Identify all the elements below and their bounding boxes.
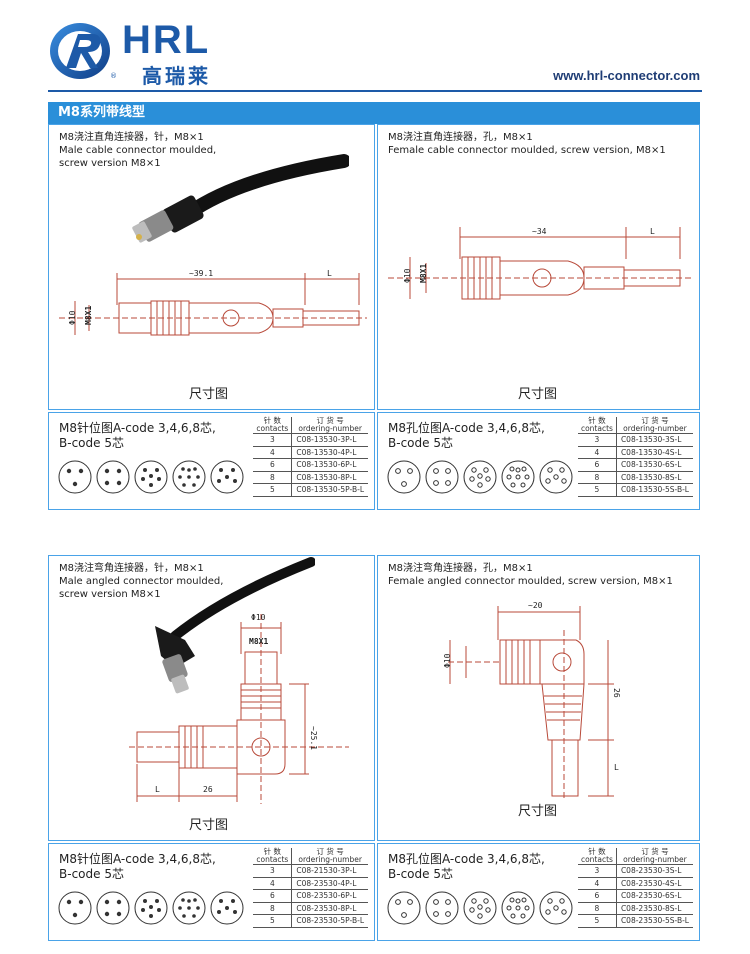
panel-description: M8浇注弯角连接器，孔，M8×1 Female angled connector… [388, 563, 673, 587]
pin-title: M8孔位图A-code 3,4,6,8芯, B-code 5芯 [388, 852, 545, 881]
female-pin-layouts [387, 460, 573, 494]
female-pin-layouts [387, 891, 573, 925]
male-angled-dimension-drawing: Φ10 M8X1 ~25.1 L 26 [129, 614, 349, 804]
pin-title: M8针位图A-code 3,4,6,8芯, B-code 5芯 [59, 421, 216, 450]
panel-description: M8浇注弯角连接器，针，M8×1 Male angled connector m… [59, 563, 224, 600]
section-title: M8系列带线型 [48, 102, 700, 124]
panel-description: M8浇注直角连接器，针，M8×1 Male cable connector mo… [59, 132, 217, 169]
male-straight-photo [132, 154, 349, 243]
panel-male-angled: M8浇注弯角连接器，针，M8×1 Male angled connector m… [48, 555, 375, 841]
dim-26-label: 26 [203, 785, 213, 794]
dim-height-label: ~25.1 [309, 726, 318, 750]
dimension-title: 尺寸图 [189, 387, 229, 402]
dim-L-label: L [327, 269, 332, 278]
male-pin-layouts [58, 460, 244, 494]
male-angled-photo [155, 557, 315, 694]
dim-L-label: L [614, 763, 619, 772]
male-straight-dimension-drawing: ~39.1 L Φ10 M8X1 [59, 269, 367, 336]
pin-title: M8针位图A-code 3,4,6,8芯, B-code 5芯 [59, 852, 216, 881]
dimension-title: 尺寸图 [518, 387, 558, 402]
female-straight-dimension-drawing: ~34 L Φ10 M8X1 [388, 227, 692, 300]
page-header: ® HRL 高瑞莱 www.hrl-connector.com [0, 0, 750, 96]
website-link[interactable]: www.hrl-connector.com [553, 68, 700, 83]
hrl-logo-icon: ® [50, 23, 117, 80]
dimension-title: 尺寸图 [189, 818, 229, 833]
dim-thread-label: M8X1 [249, 637, 268, 646]
panel-male-straight: M8浇注直角连接器，针，M8×1 Male cable connector mo… [48, 124, 375, 410]
dim-diameter-label: Φ10 [443, 653, 452, 668]
pin-title: M8孔位图A-code 3,4,6,8芯, B-code 5芯 [388, 421, 545, 450]
panel-female-straight: M8浇注直角连接器，孔，M8×1 Female cable connector … [377, 124, 700, 410]
dimension-title: 尺寸图 [518, 804, 558, 819]
dim-L-label: L [155, 785, 160, 794]
dim-length-label: ~39.1 [189, 269, 213, 278]
dim-20-label: ~20 [528, 601, 543, 610]
header-divider [48, 90, 702, 92]
brand-name-cn: 高瑞莱 [142, 64, 211, 88]
dim-length-label: ~34 [532, 227, 547, 236]
male-pin-layouts [58, 891, 244, 925]
panel-female-angled: M8浇注弯角连接器，孔，M8×1 Female angled connector… [377, 555, 700, 841]
svg-text:®: ® [110, 72, 117, 80]
female-angled-dimension-drawing: ~20 Φ10 26 L [443, 601, 621, 800]
dim-diameter-label: Φ10 [403, 268, 412, 283]
dim-thread-label: M8X1 [84, 306, 93, 325]
panel-description: M8浇注直角连接器，孔，M8×1 Female cable connector … [388, 132, 666, 156]
brand-name: HRL [122, 18, 211, 62]
dim-L-label: L [650, 227, 655, 236]
dim-thread-label: M8X1 [419, 264, 428, 283]
dim-26-label: 26 [612, 688, 621, 698]
dim-diameter-label: Φ10 [68, 310, 77, 325]
dim-diameter-label: Φ10 [251, 614, 266, 622]
